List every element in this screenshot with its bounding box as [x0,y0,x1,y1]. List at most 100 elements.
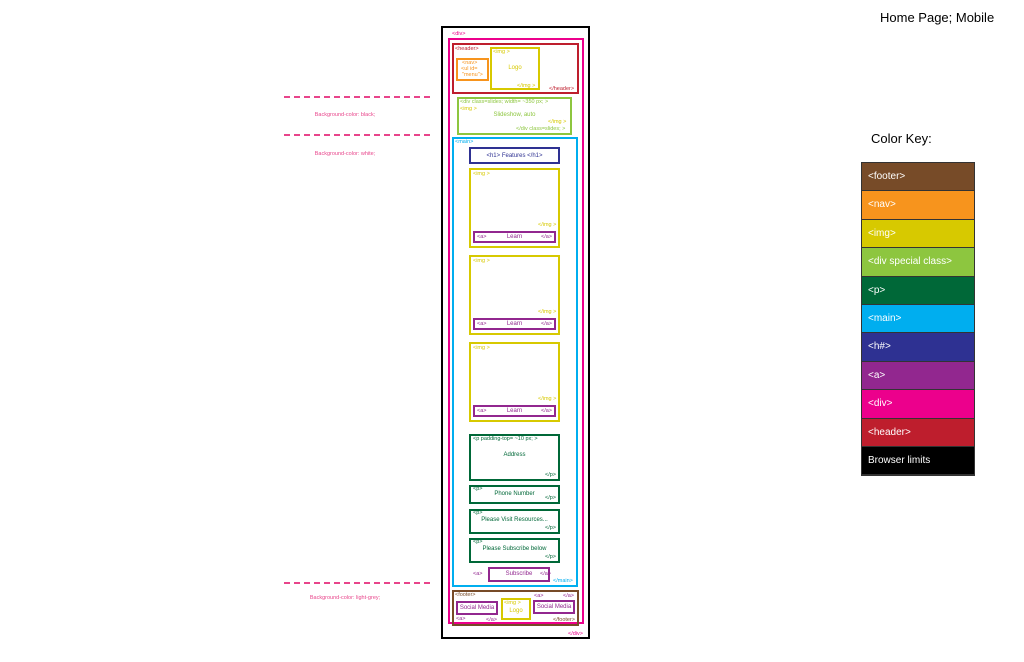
note-footer-bg: Background-color: light-grey; [309,595,381,601]
footer-box [452,590,579,626]
slides-open-label: <div class=slides; width= ~350 px; > [460,99,549,105]
a-close-label: </a> [541,408,553,414]
color-key-item: <a> [862,361,974,391]
color-key-item: <p> [862,276,974,305]
main-open-label: <main> [455,139,474,145]
footer-open-label: <footer> [455,592,476,598]
phone-label: Phone Number [494,491,535,497]
address-label: Address [503,452,526,458]
footer-logo-label: Logo [509,608,523,614]
feature-img-box [469,255,560,335]
a-open-label: <a> [477,321,487,327]
a-close-label: </a> [541,321,553,327]
a-open-label: <a> [477,408,487,414]
learn-link[interactable] [473,405,556,417]
learn-link-label: Learn [506,408,523,414]
note-main-bg: Background-color: white; [314,151,376,157]
subscribe-p-box [469,538,560,563]
color-key-item: <header> [862,418,974,447]
logo-img-box [490,47,540,90]
color-key-item: <div> [862,390,974,419]
footer-close-label: </footer> [553,617,576,623]
img-close-label: </img > [538,309,557,315]
p-close-label: </p> [545,495,557,501]
img-close-label: </img > [538,222,557,228]
social-media-link-left[interactable] [456,601,498,615]
color-key-table: <footer><nav><img><div special class><p>… [861,162,975,477]
subscribe-text-label: Please Subscribe below [482,546,547,552]
img-open-label: <img > [473,345,490,351]
learn-link[interactable] [473,318,556,330]
color-key-item: Browser limits [862,446,974,476]
p-open-label: <p> [473,539,483,545]
slides-img-close-label: </img > [548,119,567,125]
nav-label: <nav> [462,60,478,66]
p-close-label: </p> [545,554,557,560]
img-open-label: <img > [493,49,510,55]
color-key-item: <main> [862,304,974,334]
color-key-item: <div special class> [862,248,974,277]
slides-img-label: <img > [460,106,477,112]
a-open-label: <a> [534,593,544,599]
slideshow-label: Slideshow, auto [493,112,536,118]
main-box [452,137,578,587]
p-close-label: </p> [545,525,557,531]
color-key-item: <img> [862,219,974,249]
img-close-label: </img > [517,83,536,89]
color-key-item: <h#> [862,333,974,362]
social-media-label: Social Media [536,604,572,610]
div-wrapper-box [448,38,584,624]
address-box [469,434,560,481]
visit-label: Please Visit Resources... [481,517,548,523]
social-media-link-right[interactable] [533,600,575,614]
nav-menu-label: "menu"> [462,72,483,78]
browser-limits-box [441,26,590,639]
div-open-label: <div> [452,31,466,37]
div-close-label: </div> [568,631,583,637]
address-open-label: <p padding-top= ~10 px; > [473,436,538,442]
img-open-label: <img > [473,171,490,177]
a-open-label: <a> [477,234,487,240]
subscribe-link-label: Subscribe [505,571,533,577]
feature-img-box [469,342,560,422]
subscribe-link-box[interactable] [488,567,550,582]
color-key-title: Color Key: [871,131,932,146]
color-key-item: <footer> [862,163,974,192]
footer-img-label: <img > [504,600,521,606]
a-close-label: </a> [540,571,552,577]
p-open-label: <p> [473,510,483,516]
divider-line [284,582,430,584]
learn-link-label: Learn [506,321,523,327]
header-box [452,43,579,94]
nav-ul-label: <ul id= [461,66,478,72]
h1-label: <h1> Features </h1> [486,153,543,159]
img-open-label: <img > [473,258,490,264]
p-open-label: <p> [473,486,483,492]
a-open-label: <a> [473,571,483,577]
a-close-label: </a> [563,593,575,599]
social-media-label: Social Media [459,605,495,611]
p-close-label: </p> [545,472,557,478]
divider-line [284,134,430,136]
nav-box [456,58,489,81]
phone-box [469,485,560,504]
main-close-label: </main> [553,578,573,584]
visit-box [469,509,560,534]
a-close-label: </a> [486,617,498,623]
a-close-label: </a> [541,234,553,240]
diagram-title: Home Page; Mobile [880,10,995,25]
slides-close-label: </div class=slides; > [516,126,566,132]
footer-logo-box [501,598,531,620]
color-key-item: <nav> [862,191,974,220]
h1-box [469,147,560,164]
a-open-label: <a> [456,616,466,622]
header-open-label: <header> [455,46,479,52]
logo-label: Logo [508,65,522,71]
feature-img-box [469,168,560,248]
learn-link[interactable] [473,231,556,243]
learn-link-label: Learn [506,234,523,240]
note-header-bg: Background-color: black; [314,112,376,118]
img-close-label: </img > [538,396,557,402]
divider-line [284,96,430,98]
header-close-label: </header> [549,86,575,92]
